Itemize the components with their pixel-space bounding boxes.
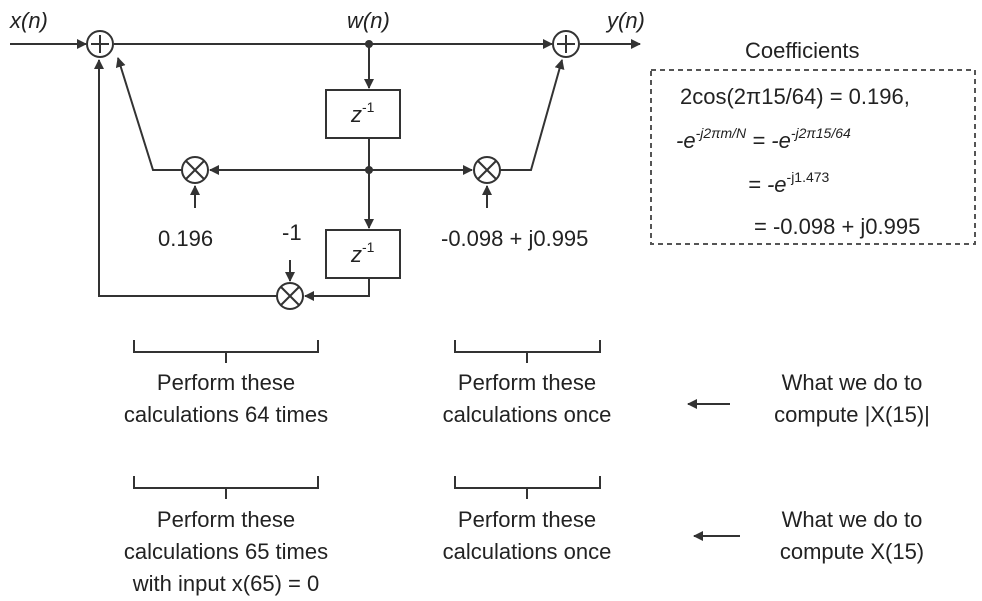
to-bottom-mult-arrow [304, 278, 370, 301]
row1-mid-line2: calculations once [443, 402, 612, 427]
coefficients-title: Coefficients [745, 38, 860, 63]
delay1-label: z-1 [350, 99, 375, 127]
row2-mid-line1: Perform these [458, 507, 596, 532]
row2-mid-bracket [454, 476, 601, 499]
bottom-feedback-arrow [94, 59, 277, 297]
output-adder [552, 30, 580, 58]
row1-left-line1: Perform these [157, 370, 295, 395]
coef-line-3: = -e-j1.473 [748, 169, 830, 197]
row1-mid-line1: Perform these [458, 370, 596, 395]
right-multiplier [473, 156, 501, 184]
row1-mid-bracket [454, 340, 601, 363]
output-signal-label: y(n) [605, 8, 645, 33]
w-signal-label: w(n) [347, 8, 390, 33]
coefficients-box [650, 69, 976, 245]
row2-right-line1: What we do to [782, 507, 923, 532]
row2-right-line2: compute X(15) [780, 539, 924, 564]
row1-left-bracket [133, 340, 319, 363]
bottom-multiplier [276, 282, 304, 310]
right-forward-arrow [500, 59, 565, 171]
input-adder [86, 30, 114, 58]
right-coef-label: -0.098 + j0.995 [441, 226, 588, 251]
delay2-label: z-1 [350, 239, 375, 267]
row2-left-line2: calculations 65 times [124, 539, 328, 564]
delay2-box [325, 229, 401, 279]
row1-left-line2: calculations 64 times [124, 402, 328, 427]
left-feedback-arrow [115, 57, 182, 171]
coef-line-4: = -0.098 + j0.995 [754, 214, 920, 239]
left-coef-label: 0.196 [158, 226, 213, 251]
row2-left-line3: with input x(65) = 0 [132, 571, 319, 596]
row2-left-bracket [133, 476, 319, 499]
bottom-coef-label: -1 [282, 220, 302, 245]
row1-right-line2: compute |X(15)| [774, 402, 930, 427]
left-multiplier [181, 156, 209, 184]
row2-left-line1: Perform these [157, 507, 295, 532]
coef-line-1: 2cos(2π15/64) = 0.196, [680, 84, 910, 109]
delay1-box [325, 89, 401, 139]
input-signal-label: x(n) [9, 8, 48, 33]
coef-line-2: -e-j2πm/N = -e-j2π15/64 [676, 125, 851, 153]
row1-right-line1: What we do to [782, 370, 923, 395]
row2-mid-line2: calculations once [443, 539, 612, 564]
